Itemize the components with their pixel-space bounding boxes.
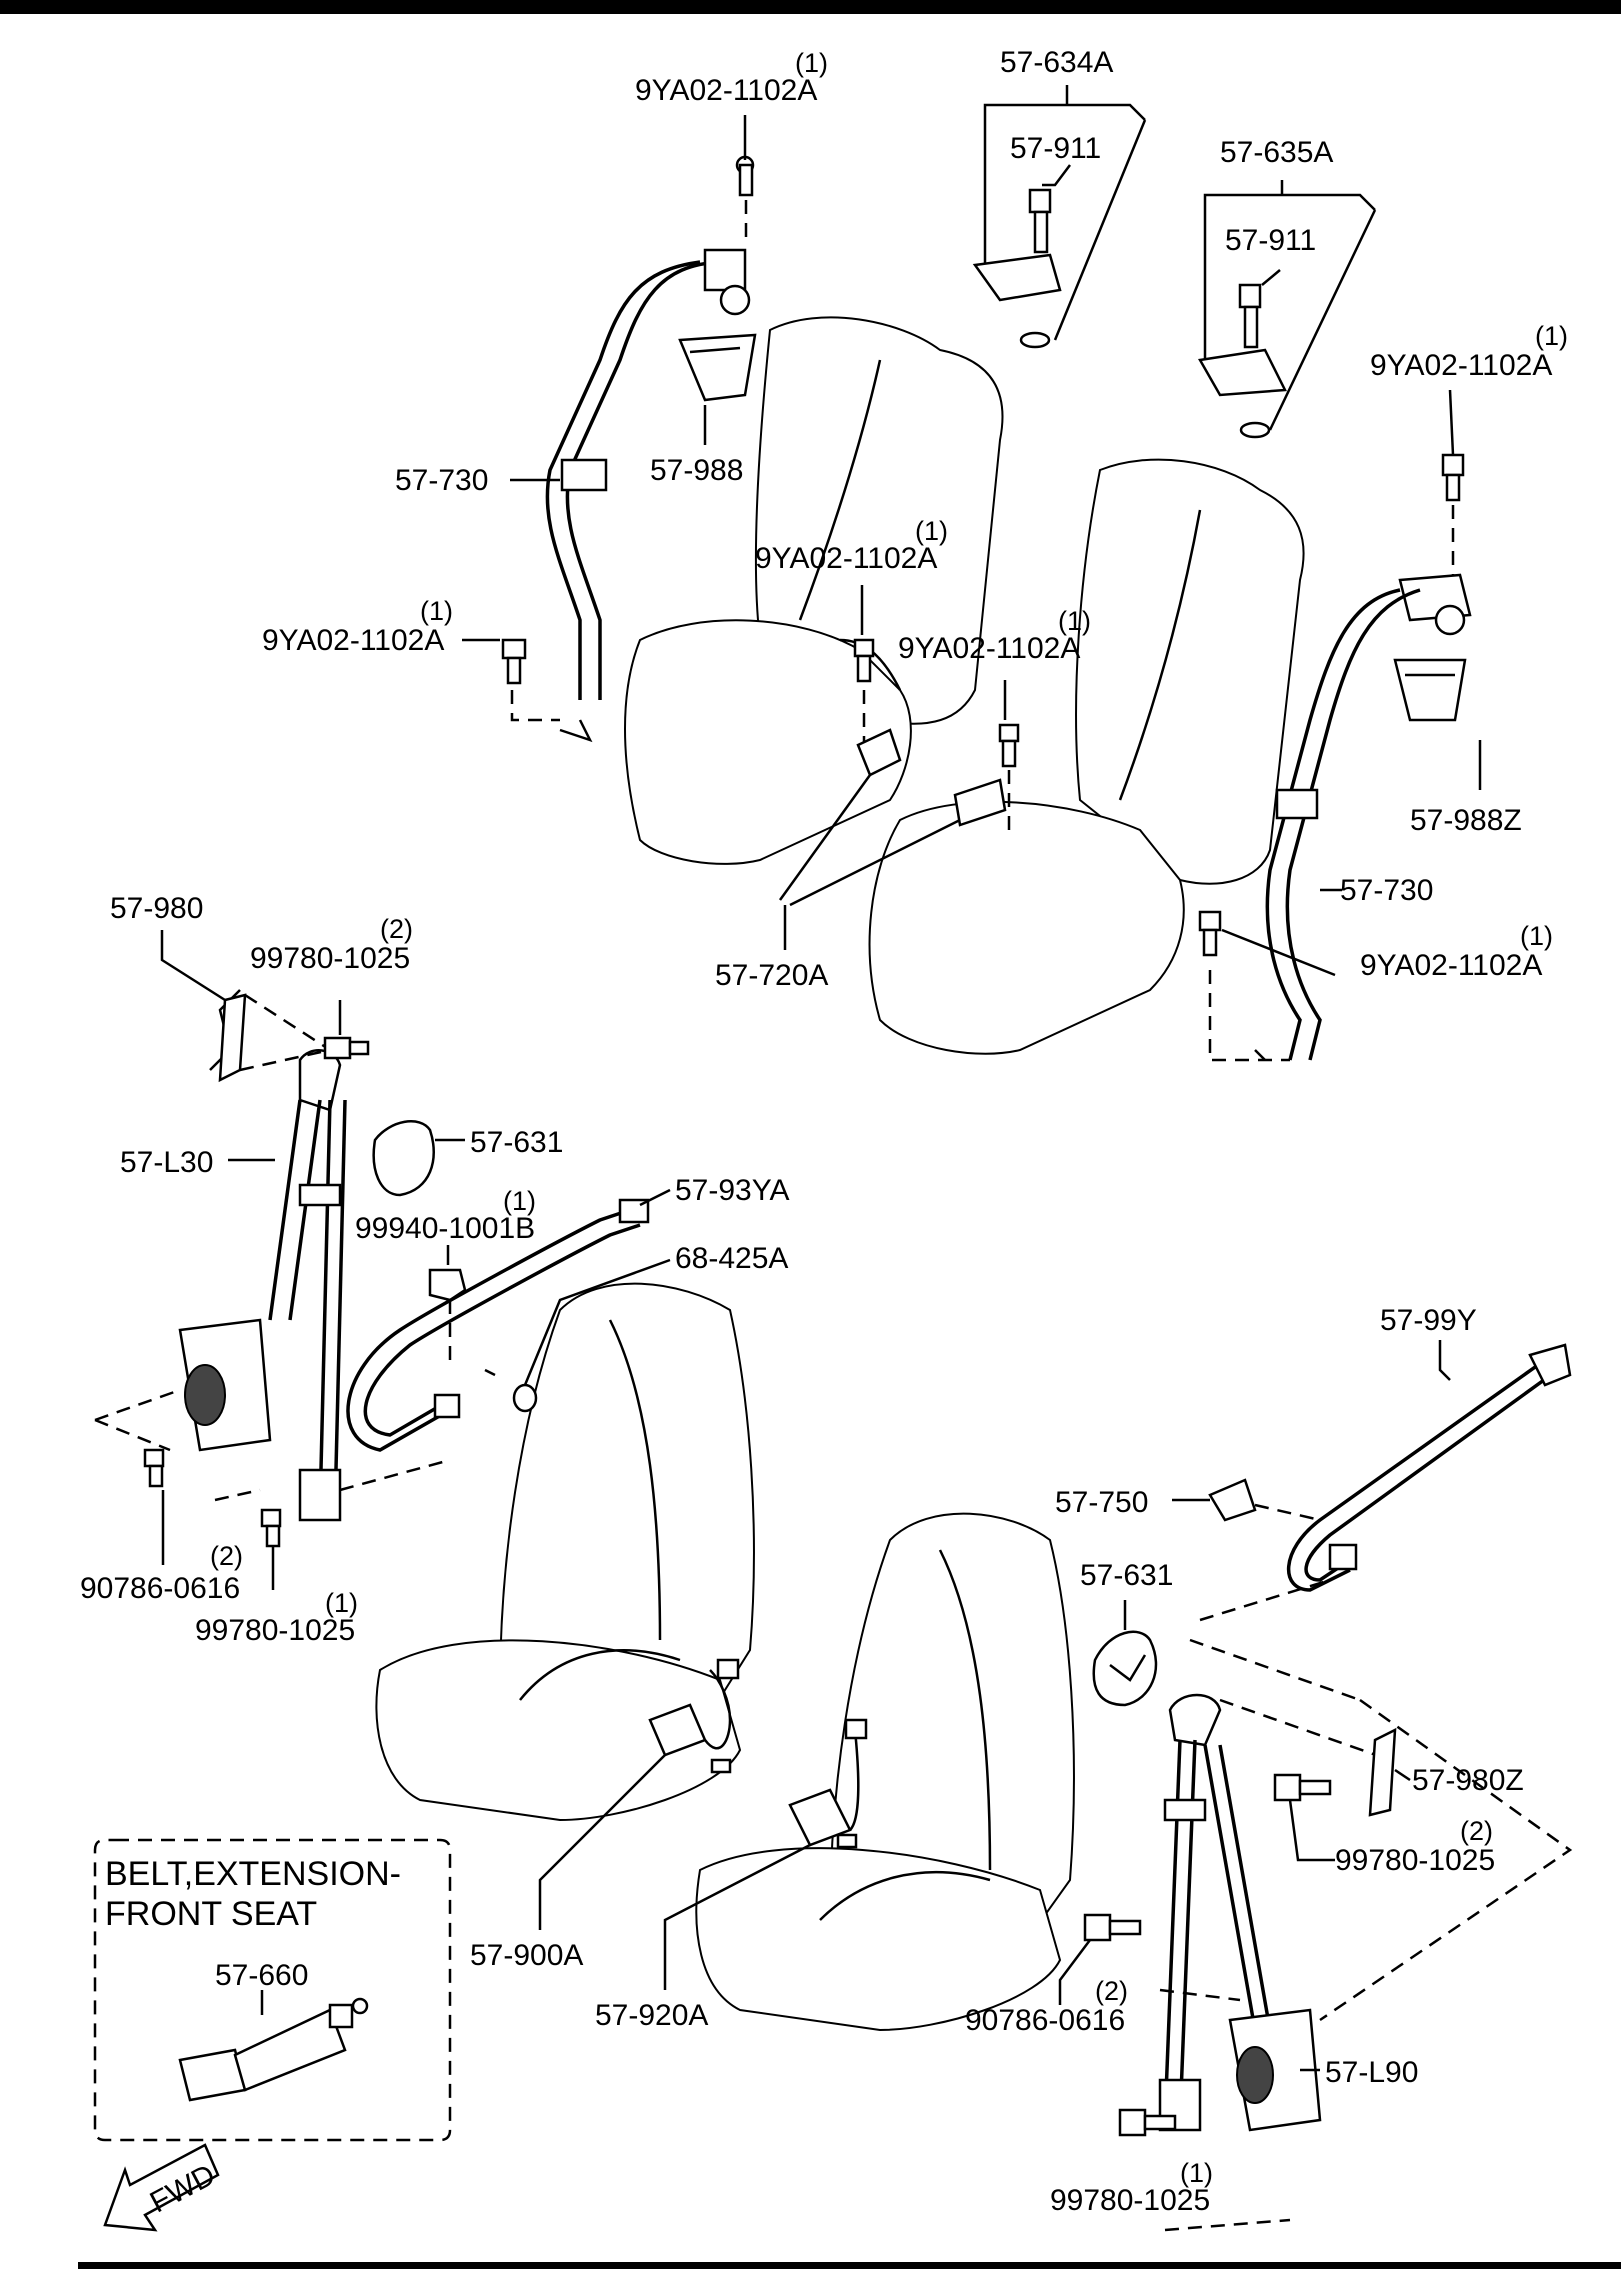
label-57-720a: 57-720A [715, 959, 828, 992]
bezel-57-988 [678, 333, 757, 402]
buckle-57-720a [778, 638, 1020, 907]
label-99780-b: 99780-1025 [195, 1614, 355, 1647]
top-border-bar [0, 0, 1621, 14]
label-57-988: 57-988 [650, 454, 743, 487]
label-57-635a: 57-635A [1220, 136, 1333, 169]
part-labels: (1) 9YA02-1102A 57-634A 57-911 57-635A 5… [80, 46, 1568, 2217]
label-57-900a: 57-900A [470, 1939, 583, 1972]
label-90786-a-qty: (2) [210, 1541, 243, 1571]
label-57-911-a: 57-911 [1010, 132, 1101, 165]
leader-lines [160, 85, 1482, 2072]
label-9ya02-top-qty: (1) [795, 48, 828, 78]
label-57-730-right: 57-730 [1340, 874, 1433, 907]
upper-left-belt-assembly [545, 155, 755, 743]
anchor-57-980 [218, 993, 247, 1083]
label-99780-b-qty: (1) [325, 1588, 358, 1618]
label-57-634a: 57-634A [1000, 46, 1113, 79]
inset-title-line2: FRONT SEAT [105, 1895, 317, 1933]
lower-right-seat [695, 1512, 1075, 2032]
label-57-980z: 57-980Z [1412, 1764, 1524, 1797]
label-90786-b-qty: (2) [1095, 1976, 1128, 2006]
upper-left-seat [624, 316, 1004, 865]
cover-57-631-right [1092, 1630, 1158, 1707]
label-99780-c: 99780-1025 [1335, 1844, 1495, 1877]
label-9ya02-mid-a: 9YA02-1102A [755, 542, 937, 575]
label-99780-d-qty: (1) [1180, 2158, 1213, 2188]
label-57-750: 57-750 [1055, 1486, 1148, 1519]
label-57-980: 57-980 [110, 892, 203, 925]
label-99780-a: 99780-1025 [250, 942, 410, 975]
bolt-90786-right [1083, 1913, 1142, 1942]
label-9ya02-mid-b-qty: (1) [1058, 606, 1091, 636]
pipe-57-99y [1286, 1343, 1572, 1592]
inset-belt-extension: BELT,EXTENSION- FRONT SEAT [93, 1838, 452, 2142]
bolt-99780-right-mid [1273, 1773, 1332, 1802]
label-9ya02-mid-b: 9YA02-1102A [898, 632, 1080, 665]
label-57-l30: 57-L30 [120, 1146, 213, 1179]
label-9ya02-left-a-qty: (1) [420, 596, 453, 626]
upper-right-seat [868, 458, 1305, 1055]
label-99780-a-qty: (2) [380, 914, 413, 944]
buckle-57-900a [648, 1658, 740, 1774]
label-57-988z: 57-988Z [1410, 804, 1522, 837]
bolt-9ya02-left [501, 638, 560, 722]
grommet-57-750 [1208, 1478, 1321, 1522]
bracket-57-634a [972, 103, 1147, 349]
cover-57-631-left [372, 1120, 435, 1197]
anchor-57-980z [1368, 1727, 1397, 1817]
label-99940: 99940-1001B [355, 1212, 535, 1245]
label-9ya02-right-a: 9YA02-1102A [1370, 349, 1552, 382]
label-57-99y: 57-99Y [1380, 1304, 1477, 1337]
label-9ya02-right-b: 9YA02-1102A [1360, 949, 1542, 982]
label-90786-b: 90786-0616 [965, 2004, 1125, 2037]
label-57-920a: 57-920A [595, 1999, 708, 2032]
label-57-93ya: 57-93YA [675, 1174, 790, 1207]
lower-left-seat [375, 1282, 755, 1822]
fwd-arrow: FWD [103, 2143, 221, 2232]
label-99940-qty: (1) [503, 1186, 536, 1216]
bolt-99780-right-bottom [1118, 2108, 1177, 2137]
bottom-border-bar [78, 2262, 1621, 2269]
label-57-911-b: 57-911 [1225, 224, 1316, 257]
label-57-631-left: 57-631 [470, 1126, 563, 1159]
label-9ya02-right-b-qty: (1) [1520, 921, 1553, 951]
belt-57-l90-assembly [1158, 1578, 1573, 2232]
upper-right-belt-assembly [1198, 453, 1472, 1062]
label-9ya02-top: 9YA02-1102A [635, 74, 817, 107]
label-9ya02-left-a: 9YA02-1102A [262, 624, 444, 657]
buckle-57-920a [788, 1718, 868, 1849]
label-68-425a: 68-425A [675, 1242, 788, 1275]
label-57-l90: 57-L90 [1325, 2056, 1418, 2089]
nut-99940 [428, 1268, 467, 1360]
label-99780-d: 99780-1025 [1050, 2184, 1210, 2217]
label-9ya02-mid-a-qty: (1) [915, 516, 948, 546]
bracket-57-635a [1198, 193, 1377, 439]
label-57-730-left: 57-730 [395, 464, 488, 497]
label-57-631-right: 57-631 [1080, 1559, 1173, 1592]
inset-title-line1: BELT,EXTENSION- [105, 1855, 401, 1893]
belt-57-l30-assembly [94, 989, 451, 1548]
label-57-660: 57-660 [215, 1959, 308, 1992]
label-99780-c-qty: (2) [1460, 1816, 1493, 1846]
label-9ya02-right-a-qty: (1) [1535, 321, 1568, 351]
bolt-99780-top-left [244, 993, 370, 1060]
label-90786-a: 90786-0616 [80, 1572, 240, 1605]
